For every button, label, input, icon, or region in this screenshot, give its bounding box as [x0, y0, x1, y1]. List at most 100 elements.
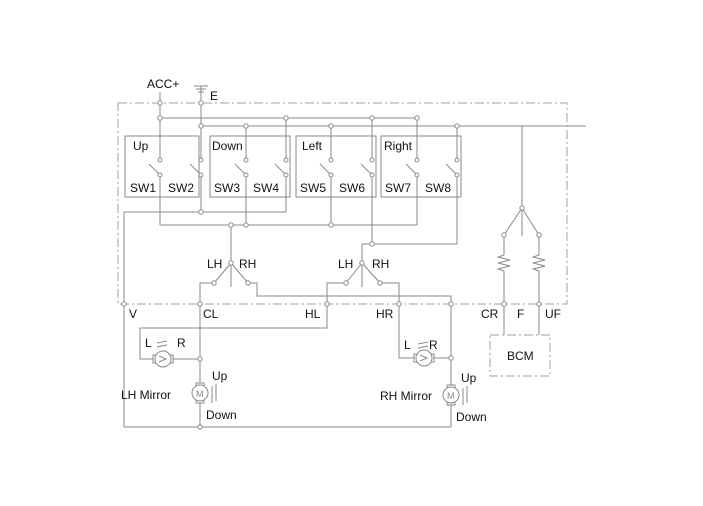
rh-mirror-down-label: Down — [456, 410, 487, 424]
junction-node — [198, 123, 204, 129]
switch-contacts — [148, 157, 460, 178]
switch-contact — [414, 172, 420, 178]
switch-blade — [360, 163, 373, 176]
switch-label-sw7: SW7 — [385, 181, 411, 195]
terminal-hr: HR — [376, 307, 394, 321]
switch-contact — [369, 157, 375, 163]
junction-node — [211, 280, 217, 286]
lh-lr-right-label: R — [177, 336, 186, 350]
junction-node — [377, 280, 383, 286]
lh-lr-motor-icon — [152, 340, 174, 368]
junction-node — [501, 232, 507, 238]
junction-node — [343, 280, 349, 286]
junction-node — [536, 232, 542, 238]
switch-assembly-outline — [117, 102, 568, 305]
junction-node — [448, 301, 454, 307]
switch-box-right — [380, 135, 462, 198]
selector1-lh-label: LH — [207, 257, 222, 271]
selector2-lh-label: LH — [338, 257, 353, 271]
rh-mirror-label: RH Mirror — [380, 389, 432, 403]
switch-blade — [234, 163, 247, 176]
junction-node — [121, 301, 127, 307]
rh-mirror-up-label: Up — [461, 371, 477, 385]
lh-lr-left-label: L — [145, 336, 152, 350]
junction-node — [198, 100, 204, 106]
switch-contact — [283, 157, 289, 163]
group-label-up: Up — [133, 139, 149, 153]
switch-blade — [189, 163, 202, 176]
switch-label-sw6: SW6 — [339, 181, 365, 195]
junction-node — [414, 115, 420, 121]
lh-mirror-up-label: Up — [212, 369, 228, 383]
switch-contact — [369, 172, 375, 178]
switch-contact — [198, 157, 204, 163]
terminal-uf: UF — [545, 307, 561, 321]
junction-node — [536, 301, 542, 307]
junction-node — [197, 301, 203, 307]
junction-node — [396, 301, 402, 307]
junction-node — [198, 209, 204, 215]
switch-contact — [157, 157, 163, 163]
switch-contact — [243, 172, 249, 178]
terminal-cr: CR — [481, 307, 499, 321]
group-label-left: Left — [302, 139, 323, 153]
lh-mirror-motor-icon — [191, 382, 217, 404]
switch-contact — [328, 157, 334, 163]
switch-contact — [454, 157, 460, 163]
lh-mirror-down-label: Down — [206, 408, 237, 422]
rh-lr-motor-icon — [413, 341, 435, 367]
switch-box-down — [209, 135, 291, 198]
junction-node — [197, 424, 203, 430]
terminal-hl: HL — [305, 307, 321, 321]
rh-lr-left-label: L — [404, 338, 411, 352]
junction-node — [245, 280, 251, 286]
terminal-f: F — [517, 307, 524, 321]
selector-wiring — [124, 262, 452, 428]
junction-node — [197, 356, 203, 362]
lh-mirror-label: LH Mirror — [121, 388, 171, 402]
switch-contact — [243, 157, 249, 163]
junction-nodes — [121, 100, 542, 430]
switch-label-sw1: SW1 — [130, 181, 156, 195]
rh-mirror-motor-icon — [442, 384, 468, 406]
rh-mirror-motor-symbol: M — [447, 391, 455, 401]
ground-label: E — [210, 89, 218, 103]
switch-label-sw2: SW2 — [168, 181, 194, 195]
switch-label-sw3: SW3 — [214, 181, 240, 195]
junction-node — [243, 222, 249, 228]
junction-node — [359, 260, 365, 266]
junction-node — [157, 100, 163, 106]
junction-node — [328, 123, 334, 129]
selector1-rh-label: RH — [239, 257, 256, 271]
junction-node — [228, 222, 234, 228]
switch-blade — [445, 163, 458, 176]
switch-contact — [157, 172, 163, 178]
terminal-cl: CL — [203, 307, 219, 321]
bcm-label: BCM — [507, 349, 534, 363]
junction-node — [448, 355, 454, 361]
junction-node — [369, 115, 375, 121]
switch-contact — [414, 157, 420, 163]
switch-label-sw4: SW4 — [253, 181, 279, 195]
switch-blade — [319, 163, 332, 176]
switch-contact — [283, 172, 289, 178]
switch-blade — [405, 163, 418, 176]
switch-contact — [328, 172, 334, 178]
acc-label: ACC+ — [147, 77, 179, 91]
junction-node — [243, 123, 249, 129]
junction-node — [283, 115, 289, 121]
junction-node — [324, 301, 330, 307]
junction-node — [369, 241, 375, 247]
junction-node — [328, 222, 334, 228]
junction-node — [454, 123, 460, 129]
rh-lr-right-label: R — [429, 338, 438, 352]
selector2-rh-label: RH — [372, 257, 389, 271]
switch-blade — [148, 163, 161, 176]
junction-node — [519, 205, 525, 211]
switch-box-left — [295, 135, 377, 198]
junction-node — [157, 115, 163, 121]
switch-label-sw5: SW5 — [300, 181, 326, 195]
junction-node — [501, 301, 507, 307]
switch-contact — [198, 172, 204, 178]
